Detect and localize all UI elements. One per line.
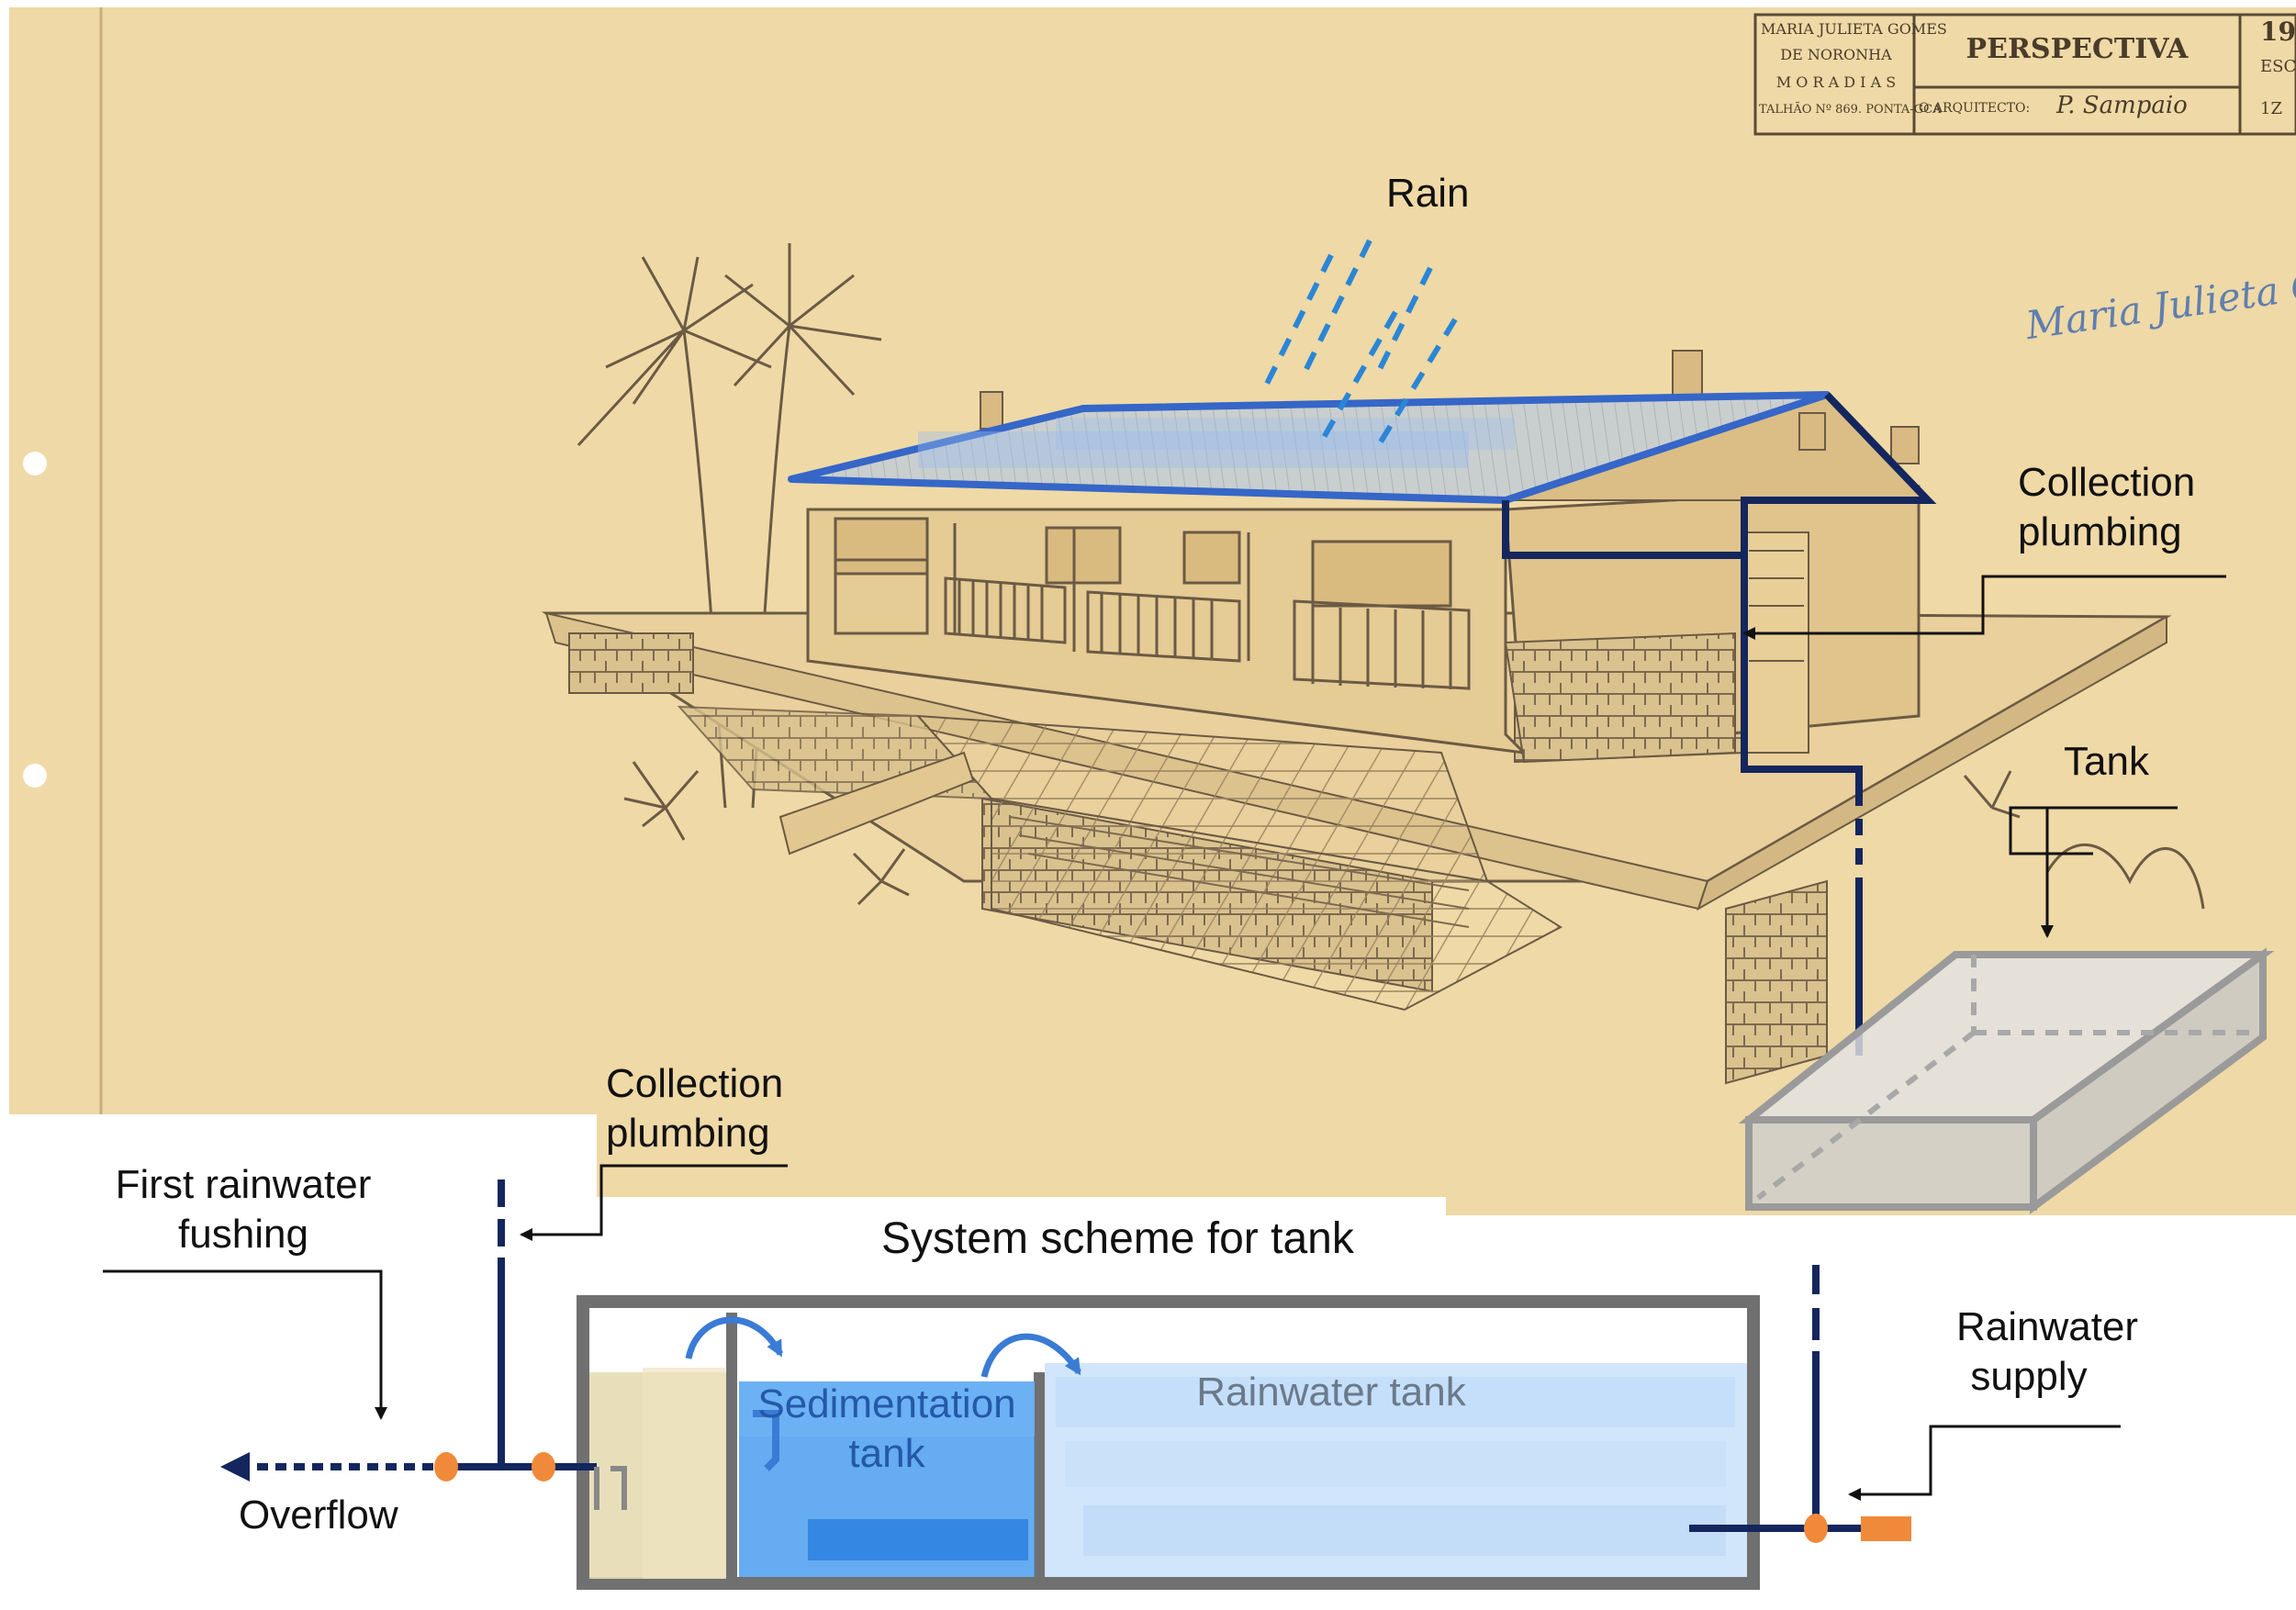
label-collection-plumbing-top-2: plumbing — [2018, 509, 2182, 554]
title-block-architect-sign: P. Sampaio — [2056, 92, 2188, 119]
valve-icon — [532, 1452, 555, 1481]
title-block-sheet-3: 1Z — [2260, 99, 2282, 118]
title-block-owner-3: M O R A D I A S — [1775, 73, 1897, 91]
label-system-scheme: System scheme for tank — [881, 1214, 1354, 1263]
title-block-architect-label: O ARQUITECTO: — [1919, 101, 2031, 116]
title-block-title: PERSPECTIVA — [1966, 33, 2189, 65]
flow-arrow-icon — [980, 1333, 1081, 1378]
storage-tank-3d — [1738, 947, 2275, 1214]
label-rainwater-supply-1: Rainwater — [1955, 1304, 2139, 1349]
label-collection-plumbing-bottom-2: plumbing — [606, 1111, 770, 1156]
label-collection-plumbing-bottom-1: Collection — [606, 1061, 784, 1106]
shrub-icon — [623, 761, 2021, 906]
label-first-rainwater-2: fushing — [178, 1212, 308, 1257]
overflow-arrow-icon — [220, 1452, 250, 1481]
rain-icon — [1260, 239, 1458, 450]
title-block-sheet-1: 19 — [2260, 17, 2296, 47]
title-block-frame — [1753, 13, 2296, 136]
title-block-owner-4: TALHÃO Nº 869. PONTA-GCA — [1759, 103, 1942, 117]
leader-lines — [103, 575, 2226, 1501]
label-tank: Tank — [2064, 739, 2149, 784]
label-sedimentation-1: Sedimentation — [757, 1381, 1016, 1426]
flow-arrow-icon — [685, 1316, 784, 1359]
label-collection-plumbing-top-1: Collection — [2018, 460, 2196, 505]
label-rain: Rain — [1386, 171, 1470, 216]
label-first-rainwater-1: First rainwater — [115, 1162, 372, 1207]
label-rainwater-tank: Rainwater tank — [1196, 1370, 1466, 1414]
roof-catchment — [788, 391, 1831, 504]
collection-plumbing-pipe — [1502, 392, 1937, 1056]
label-rainwater-supply-2: supply — [1970, 1354, 2088, 1399]
scheme-plumbing — [220, 1180, 1911, 1543]
title-block-owner-2: DE NORONHA — [1780, 46, 1892, 63]
valve-icon — [434, 1452, 458, 1481]
label-sedimentation-2: tank — [848, 1431, 925, 1476]
valve-icon — [1804, 1514, 1828, 1543]
punch-hole-icon — [23, 452, 47, 475]
supply-inlet-icon — [1861, 1516, 1911, 1541]
stone-wall — [568, 632, 694, 694]
architectural-sketch — [9, 7, 2296, 1215]
title-block-sheet-2: ESC — [2260, 57, 2296, 76]
title-block-owner-1: MARIA JULIETA GOMES — [1761, 20, 1947, 38]
label-overflow: Overflow — [239, 1493, 398, 1537]
punch-hole-icon — [23, 764, 47, 788]
system-scheme-tank — [577, 1295, 1760, 1590]
